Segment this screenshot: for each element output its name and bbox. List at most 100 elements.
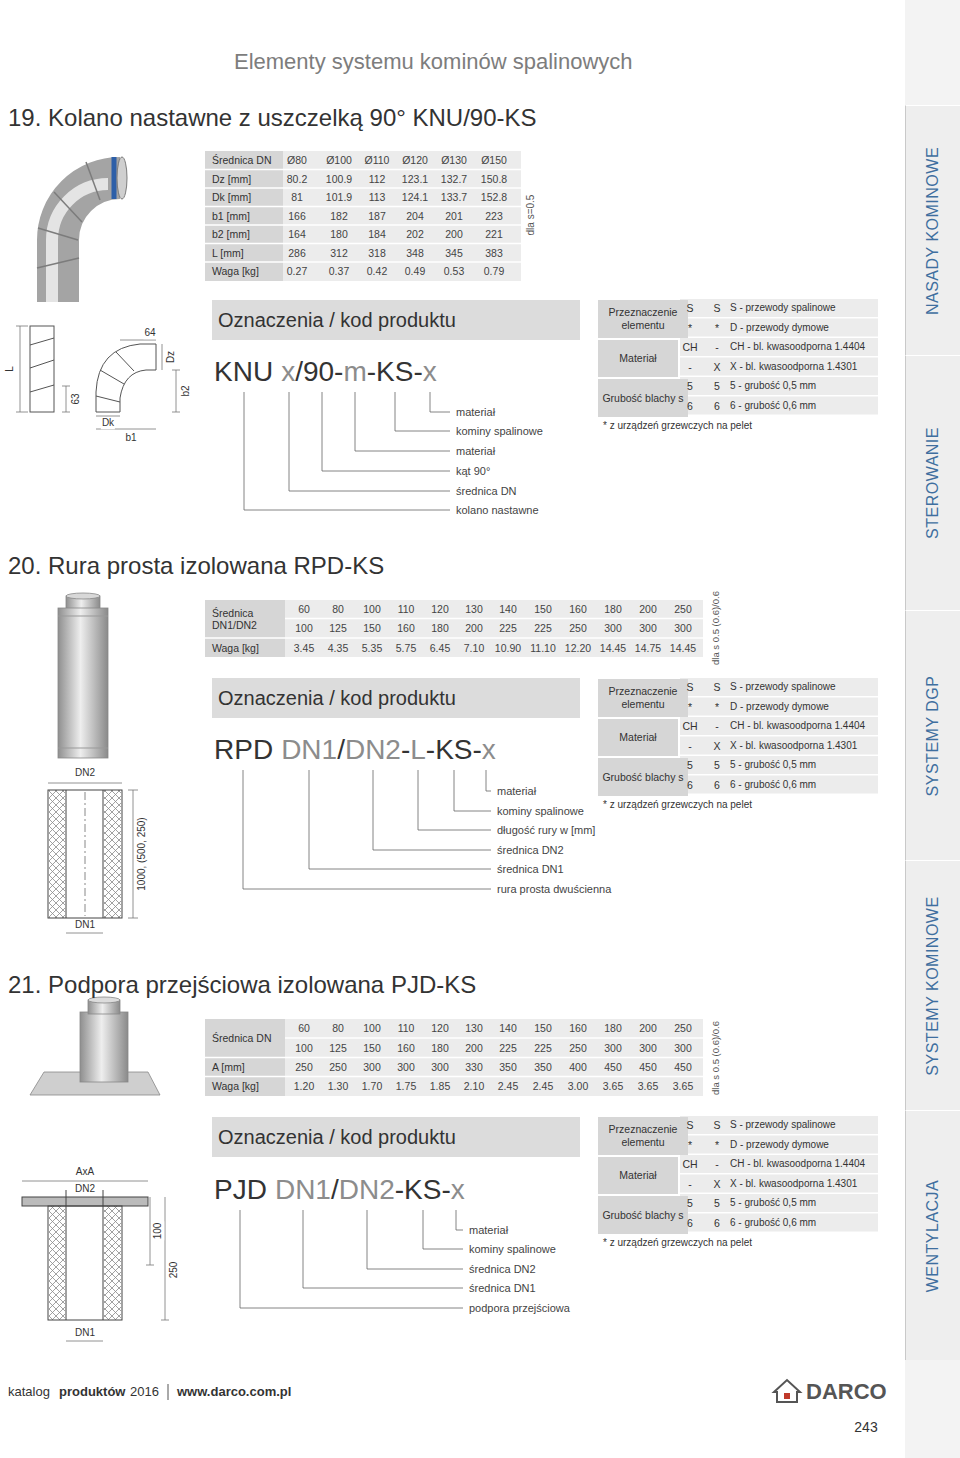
table-cell: 100 — [295, 1042, 313, 1054]
table-cell: 0.49 — [405, 265, 425, 277]
table-cell: 3.65 — [638, 1080, 658, 1092]
code-description: podpora przejściowa — [469, 1302, 570, 1315]
code-description: materiał — [456, 406, 495, 419]
table-row-label: b1 [mm] — [212, 209, 250, 221]
product-code-part: DN1 — [275, 1174, 331, 1205]
legend-code: * — [715, 1138, 719, 1150]
product-code-part: L — [410, 734, 426, 765]
table-cell: 80.2 — [287, 172, 307, 184]
box-label: Przeznaczenie elementu — [600, 306, 686, 331]
dimension-label: b1 — [124, 432, 137, 444]
table-row-label: A [mm] — [212, 1061, 245, 1073]
table-cell: 160 — [397, 622, 415, 634]
legend-header-cell: Materiał — [598, 1157, 678, 1194]
legend-code: 5 — [687, 759, 693, 771]
table-cell: 160 — [397, 1042, 415, 1054]
product-code-part: DN1 — [281, 734, 337, 765]
legend-code: * — [715, 321, 719, 333]
product-code: KNUx/90-m-KS-x — [214, 357, 437, 388]
table-cell: 80 — [332, 603, 344, 615]
pipe-section — [48, 783, 138, 933]
table-cell: 6.45 — [430, 642, 450, 654]
product-code-part: DN2 — [339, 1174, 395, 1205]
dimension-label: L — [4, 365, 16, 373]
table-cell: 100 — [295, 622, 313, 634]
table-cell: 3.45 — [294, 642, 314, 654]
table-cell: 5.35 — [362, 642, 382, 654]
legend-code: S — [713, 1119, 720, 1131]
table-cell: 300 — [674, 622, 692, 634]
tab-label: SYSTEMY DGP — [924, 675, 942, 796]
table-cell: 110 — [398, 603, 415, 615]
table-cell: 60 — [298, 603, 310, 615]
legend-code: * — [715, 700, 719, 712]
table-cell: Ø110 — [365, 154, 390, 166]
table-cell: 182 — [330, 209, 348, 221]
table-cell: 202 — [406, 228, 424, 240]
legend-text: 5 - grubość 0,5 mm — [730, 1197, 816, 1209]
tab-label: STEROWANIE — [924, 427, 942, 539]
table-cell: 200 — [639, 603, 657, 615]
legend-code: 6 — [714, 778, 720, 790]
table-cell: 200 — [465, 622, 483, 634]
table-cell: 200 — [465, 1042, 483, 1054]
table-note: dla s=0.5 — [525, 195, 537, 236]
legend-code: 5 — [714, 380, 720, 392]
side-tab: WENTYLACJA — [905, 1110, 960, 1360]
code-description: kolano nastawne — [456, 504, 539, 517]
table-cell: Ø80 — [287, 154, 307, 166]
legend-code: - — [715, 720, 719, 732]
table-cell: 350 — [499, 1061, 517, 1073]
pipe-photo — [58, 593, 108, 758]
legend-header-cell: Przeznaczenie elementu — [598, 1117, 688, 1155]
table-cell: 4.35 — [328, 642, 348, 654]
legend-text: CH - bl. kwasoodporna 1.4404 — [730, 1158, 865, 1170]
section-heading: 20. Rura prosta izolowana RPD-KS — [8, 552, 384, 580]
table-cell: 120 — [431, 603, 449, 615]
table-background — [205, 151, 703, 1096]
legend-text: D - przewody dymowe — [730, 1139, 829, 1151]
product-code-part: / — [337, 734, 345, 765]
dimension-label: 100 — [152, 1222, 164, 1241]
table-row-label: Dz [mm] — [212, 172, 251, 184]
footer-text: 2016 — [130, 1385, 159, 1400]
table-cell: 180 — [431, 622, 449, 634]
table-cell: 300 — [397, 1061, 415, 1073]
legend-header-cell: Materiał — [598, 719, 678, 756]
table-cell: 150 — [363, 1042, 381, 1054]
legend-code: - — [715, 1158, 719, 1170]
table-cell: 5.75 — [396, 642, 416, 654]
box-label: Grubość blachy s — [602, 392, 683, 405]
table-cell: 150 — [363, 622, 381, 634]
code-description: długość rury w [mm] — [497, 824, 595, 837]
legend-text: 6 - grubość 0,6 mm — [730, 400, 816, 412]
code-description: kominy spalinowe — [497, 805, 584, 818]
table-row-label: Średnica DN1/DN2 — [212, 607, 282, 631]
table-cell: 180 — [431, 1042, 449, 1054]
table-cell: 112 — [369, 172, 386, 184]
legend-code: X — [713, 739, 720, 751]
dimension-label: Dz — [165, 350, 177, 364]
table-cell: 1.75 — [396, 1080, 416, 1092]
table-cell: 160 — [569, 1022, 587, 1034]
code-description: kominy spalinowe — [456, 425, 543, 438]
table-cell: 300 — [604, 622, 622, 634]
legend-code: * — [688, 700, 692, 712]
table-cell: 286 — [288, 246, 306, 258]
legend-code: - — [688, 739, 692, 751]
product-code-part: x — [281, 356, 295, 387]
table-cell: 330 — [465, 1061, 483, 1073]
legend-code: CH — [682, 1158, 697, 1170]
legend-code: CH — [682, 341, 697, 353]
table-cell: Ø120 — [402, 154, 428, 166]
table-row-label: Waga [kg] — [212, 642, 259, 654]
leader-lines — [240, 392, 491, 1308]
note: * z urządzeń grzewczych na pelet — [603, 420, 752, 432]
brand-logo: DARCO — [806, 1379, 887, 1404]
tab-label: NASADY KOMINOWE — [924, 146, 942, 314]
product-code-part: x — [423, 356, 437, 387]
table-cell: 125 — [329, 1042, 347, 1054]
dimension-label: 63 — [70, 392, 82, 405]
section-heading: 21. Podpora przejściowa izolowana PJD-KS — [8, 971, 476, 999]
